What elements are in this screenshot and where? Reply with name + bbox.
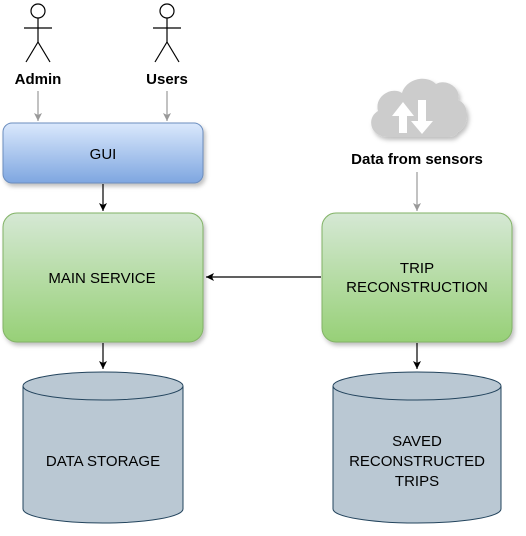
trip-reconstruction-label-line2: RECONSTRUCTION xyxy=(346,279,488,296)
trip-reconstruction-box: TRIP RECONSTRUCTION xyxy=(321,212,513,343)
users-actor-icon xyxy=(153,3,181,63)
trip-reconstruction-label-line1: TRIP xyxy=(400,260,434,277)
users-label: Users xyxy=(146,71,188,88)
upload-download-arrows-icon xyxy=(392,100,433,134)
main-service-label: MAIN SERVICE xyxy=(48,270,155,287)
admin-actor-icon xyxy=(24,3,52,63)
gui-box: GUI xyxy=(2,122,204,184)
admin-label: Admin xyxy=(15,71,62,88)
gui-label: GUI xyxy=(90,146,117,163)
data-storage-label: DATA STORAGE xyxy=(46,453,160,470)
saved-trips-label-line1: SAVED xyxy=(392,433,442,450)
saved-trips-label-line3: TRIPS xyxy=(395,473,439,490)
main-service-box: MAIN SERVICE xyxy=(2,212,204,343)
cloud-label: Data from sensors xyxy=(351,151,483,168)
saved-trips-cylinder: SAVED RECONSTRUCTED TRIPS xyxy=(332,371,502,524)
data-storage-cylinder: DATA STORAGE xyxy=(22,371,184,524)
saved-trips-label-line2: RECONSTRUCTED xyxy=(349,453,485,470)
